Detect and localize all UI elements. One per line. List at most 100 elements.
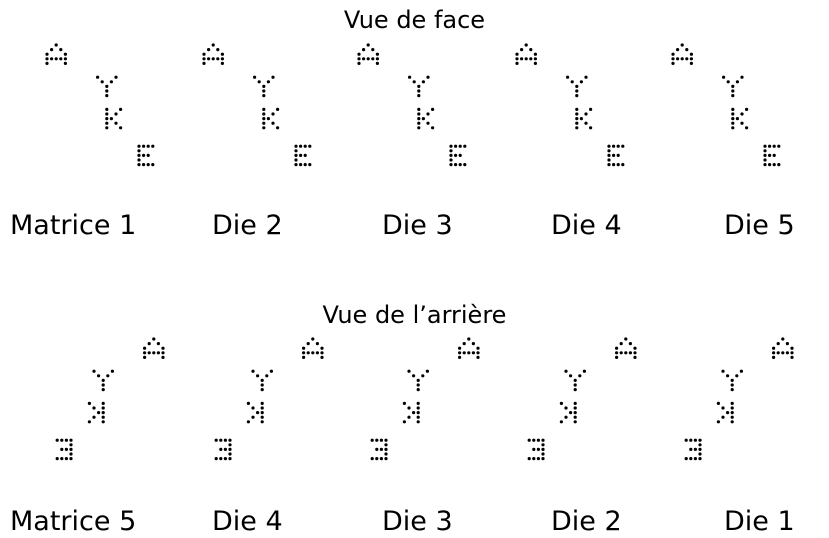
dot bbox=[114, 112, 118, 116]
dot bbox=[730, 383, 734, 387]
dot bbox=[357, 61, 361, 65]
dot bbox=[421, 80, 425, 84]
dot bbox=[417, 117, 421, 121]
dot bbox=[375, 61, 379, 65]
dot bbox=[97, 374, 101, 378]
dot bbox=[698, 443, 702, 447]
dot bbox=[371, 48, 375, 52]
dot bbox=[262, 126, 266, 130]
dot bbox=[228, 438, 232, 442]
dot bbox=[527, 438, 531, 442]
dot bbox=[105, 89, 109, 93]
dot bbox=[262, 89, 266, 93]
dot bbox=[216, 57, 220, 61]
dot bbox=[573, 401, 577, 405]
dot bbox=[379, 438, 383, 442]
dot bbox=[59, 48, 63, 52]
dot bbox=[536, 447, 540, 451]
dot bbox=[449, 163, 453, 167]
back-label-2: Die 4 bbox=[212, 506, 283, 537]
dot bbox=[731, 84, 735, 88]
dot bbox=[417, 84, 421, 88]
dot bbox=[417, 121, 421, 125]
dot bbox=[294, 163, 298, 167]
dot bbox=[211, 57, 215, 61]
dot bbox=[731, 126, 735, 130]
dot bbox=[698, 452, 702, 456]
dot bbox=[311, 351, 315, 355]
dot bbox=[362, 48, 366, 52]
dot bbox=[202, 52, 206, 56]
dot bbox=[101, 388, 105, 392]
dot bbox=[768, 144, 772, 148]
dot bbox=[532, 457, 536, 461]
dot bbox=[575, 94, 579, 98]
dot bbox=[578, 374, 582, 378]
dot bbox=[114, 75, 118, 79]
dot bbox=[579, 80, 583, 84]
dot bbox=[467, 337, 471, 341]
dot bbox=[541, 452, 545, 456]
dot bbox=[50, 57, 54, 61]
dot bbox=[407, 369, 411, 373]
dot bbox=[106, 374, 110, 378]
back-die-5 bbox=[684, 337, 794, 461]
dot bbox=[137, 149, 141, 153]
dot bbox=[370, 438, 374, 442]
dot bbox=[142, 144, 146, 148]
dot bbox=[532, 438, 536, 442]
dot bbox=[260, 415, 264, 419]
dot bbox=[458, 346, 462, 350]
dot bbox=[575, 117, 579, 121]
dot bbox=[303, 163, 307, 167]
dot bbox=[417, 94, 421, 98]
dot bbox=[541, 447, 545, 451]
dot bbox=[573, 383, 577, 387]
dot bbox=[721, 406, 725, 410]
dot bbox=[357, 52, 361, 56]
dot bbox=[303, 144, 307, 148]
dot bbox=[763, 163, 767, 167]
dot bbox=[63, 52, 67, 56]
dot bbox=[716, 420, 720, 424]
dot bbox=[262, 107, 266, 111]
dot bbox=[64, 447, 68, 451]
dot bbox=[416, 420, 420, 424]
dot bbox=[454, 163, 458, 167]
dot bbox=[416, 401, 420, 405]
dot bbox=[63, 61, 67, 65]
dot bbox=[257, 80, 261, 84]
dot bbox=[146, 153, 150, 157]
dot bbox=[573, 406, 577, 410]
dot bbox=[384, 443, 388, 447]
dot bbox=[407, 406, 411, 410]
front-die-3 bbox=[357, 43, 467, 167]
dot bbox=[137, 158, 141, 162]
dot bbox=[315, 351, 319, 355]
dot bbox=[64, 457, 68, 461]
dot bbox=[458, 351, 462, 355]
dot bbox=[375, 57, 379, 61]
dot bbox=[564, 415, 568, 419]
dot bbox=[45, 61, 49, 65]
dot bbox=[426, 121, 430, 125]
dot bbox=[621, 163, 625, 167]
dot bbox=[142, 153, 146, 157]
dot bbox=[69, 457, 73, 461]
dot bbox=[458, 153, 462, 157]
dot bbox=[260, 383, 264, 387]
back-die-2 bbox=[214, 337, 324, 461]
dot bbox=[143, 355, 147, 359]
back-view-title: Vue de l’arrière bbox=[322, 301, 507, 329]
dot bbox=[143, 351, 147, 355]
dot bbox=[693, 438, 697, 442]
dot bbox=[408, 75, 412, 79]
dot bbox=[731, 89, 735, 93]
dot bbox=[416, 388, 420, 392]
dot bbox=[689, 52, 693, 56]
dot bbox=[260, 420, 264, 424]
dot bbox=[362, 57, 366, 61]
dot bbox=[731, 112, 735, 116]
dot bbox=[412, 80, 416, 84]
dot bbox=[246, 420, 250, 424]
